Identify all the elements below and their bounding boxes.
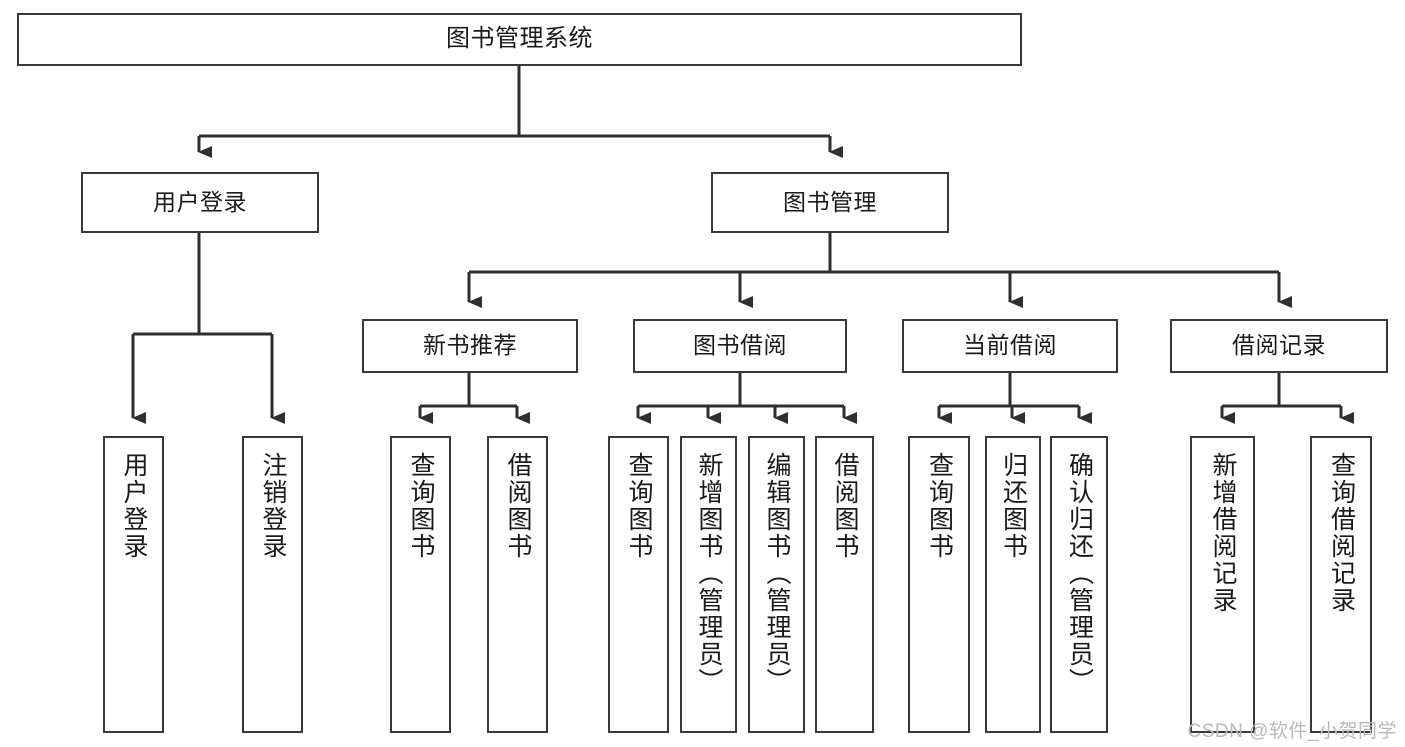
node-label: 图书借阅 [693, 332, 787, 359]
leaf-edit-book-admin[interactable]: 编辑图书（管理员） [748, 436, 805, 733]
node-label: 借阅记录 [1232, 332, 1326, 359]
node-current-borrow[interactable]: 当前借阅 [902, 319, 1118, 373]
node-label: 编辑图书（管理员） [763, 452, 791, 695]
node-root[interactable]: 图书管理系统 [17, 13, 1022, 66]
leaf-return-book[interactable]: 归还图书 [985, 436, 1041, 733]
leaf-confirm-return-admin[interactable]: 确认归还（管理员） [1050, 436, 1108, 733]
leaf-borrow-book[interactable]: 借阅图书 [815, 436, 874, 733]
leaf-borrow-book-recommend[interactable]: 借阅图书 [487, 436, 548, 733]
node-borrow-record[interactable]: 借阅记录 [1170, 319, 1388, 373]
watermark: CSDN @软件_小贺同学 [1187, 721, 1397, 742]
node-label: 查询借阅记录 [1327, 452, 1356, 614]
leaf-query-book-recommend[interactable]: 查询图书 [390, 436, 451, 733]
node-label: 图书管理 [783, 188, 877, 215]
node-label: 新书推荐 [423, 332, 517, 359]
leaf-user-login[interactable]: 用户登录 [103, 436, 164, 733]
node-label: 新增图书（管理员） [695, 452, 723, 695]
node-label: 用户登录 [153, 188, 247, 215]
leaf-query-borrow-record[interactable]: 查询借阅记录 [1310, 436, 1372, 733]
node-label: 借阅图书 [504, 452, 532, 560]
leaf-logout[interactable]: 注销登录 [242, 436, 303, 733]
leaf-add-book-admin[interactable]: 新增图书（管理员） [680, 436, 737, 733]
leaf-add-borrow-record[interactable]: 新增借阅记录 [1190, 436, 1255, 733]
node-label: 归还图书 [999, 452, 1028, 560]
node-label: 图书管理系统 [446, 25, 593, 53]
node-label: 确认归还（管理员） [1065, 452, 1094, 695]
node-user-login[interactable]: 用户登录 [81, 172, 319, 233]
node-new-book-recommend[interactable]: 新书推荐 [362, 319, 578, 373]
node-label: 新增借阅记录 [1209, 452, 1237, 614]
node-label: 当前借阅 [963, 332, 1057, 359]
node-label: 查询图书 [625, 452, 653, 560]
node-label: 查询图书 [925, 452, 954, 560]
node-book-management[interactable]: 图书管理 [711, 172, 949, 233]
node-label: 借阅图书 [831, 452, 859, 560]
node-label: 注销登录 [259, 452, 287, 560]
node-label: 用户登录 [120, 452, 148, 560]
node-label: 查询图书 [407, 452, 435, 560]
node-book-borrow[interactable]: 图书借阅 [633, 319, 847, 373]
leaf-query-book-borrow[interactable]: 查询图书 [608, 436, 669, 733]
leaf-query-book-current[interactable]: 查询图书 [908, 436, 970, 733]
